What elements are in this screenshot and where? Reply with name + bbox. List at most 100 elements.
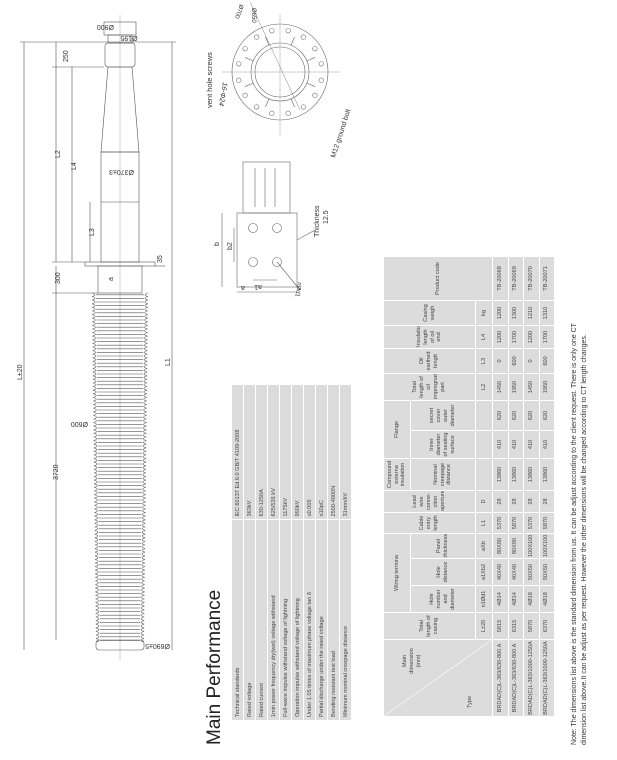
performance-value: ≤10pC xyxy=(315,385,328,520)
label-L2: L2 xyxy=(55,150,62,158)
table-cell: 0 xyxy=(492,348,508,374)
label-300: 300 xyxy=(55,272,62,284)
table-cell: 13860 xyxy=(523,458,539,491)
performance-value: ≤0.005 xyxy=(303,385,316,520)
table-cell: 5870 xyxy=(539,512,555,534)
header-creepage: Nominal creepage distance xyxy=(410,458,476,491)
bolt-hole xyxy=(312,92,318,98)
flange-drawing xyxy=(222,1,340,136)
group-compound: Compound externa insulation xyxy=(383,458,411,491)
header-hole-number: Hole number and diameter xyxy=(410,585,476,613)
header-oil-total: Total length of oil impregnated part xyxy=(383,373,476,401)
label-L4: L4 xyxy=(71,162,78,170)
table-cell: 4Ø14 xyxy=(508,585,524,613)
note-line-1: Note: The dimensions list above is the s… xyxy=(571,323,578,745)
corner-main-dimension: Main dimension (mm) xyxy=(402,648,422,674)
table-cell: 1200 xyxy=(523,325,539,349)
bushing-drawing xyxy=(20,15,176,660)
bolt-hole xyxy=(269,28,275,34)
bolt-hole xyxy=(269,110,275,116)
header-cable: Cable entry length xyxy=(383,512,476,534)
label-b: b xyxy=(214,242,221,246)
table-cell: 620 xyxy=(508,400,524,431)
performance-value: 31mm/kV xyxy=(339,385,352,520)
symbol-cell: n1Ød1 xyxy=(475,585,493,613)
table-cell: 5870 xyxy=(523,612,539,640)
label-L3: L3 xyxy=(89,228,96,236)
table-cell: 5870 xyxy=(508,512,524,534)
group-wiring: Wiring termina xyxy=(383,533,411,613)
label-d600: Ø600 xyxy=(71,420,88,427)
performance-label: Bending resistant test load xyxy=(327,520,340,720)
performance-label: 1min power frequency dry(wet) voltage wi… xyxy=(267,520,280,720)
label-thickness: Thickness xyxy=(314,205,321,237)
table-cell: TB-20069 xyxy=(508,256,524,301)
symbol-cell: kg xyxy=(475,300,493,326)
bushing-labels: Ø900 Ø195 250 L2 L4 Ø370±3 L3 300 35 a 3… xyxy=(17,23,172,649)
table-cell: 1700 xyxy=(508,325,524,349)
table-cell: 28 xyxy=(492,490,508,513)
symbol-cell: D xyxy=(475,490,493,513)
table-cell: 13860 xyxy=(508,458,524,491)
rib xyxy=(306,82,316,87)
symbol-cell xyxy=(475,430,493,459)
label-holes: 16-Φ24 xyxy=(217,82,228,107)
symbol-cell: L1 xyxy=(475,512,493,534)
label-nd1: nØd1 xyxy=(293,282,302,298)
rib xyxy=(265,36,270,46)
symbol-cell: L±20 xyxy=(475,612,493,640)
table-cell: 28 xyxy=(539,490,555,513)
performance-label: Technical standards xyxy=(232,520,244,720)
bolt-hole xyxy=(242,46,248,52)
table-cell: 1300 xyxy=(508,300,524,326)
table-cell: 28 xyxy=(523,490,539,513)
table-cell: 620 xyxy=(539,400,555,431)
corner-header: Main dimension (mm) Type xyxy=(383,639,493,717)
rib xyxy=(265,98,270,108)
header-oil-earthed: Oil earthed lengtt xyxy=(383,348,476,374)
label-d900: Ø900 xyxy=(97,23,114,30)
table-cell: 4Ø18 xyxy=(523,585,539,613)
table-cell: 410 xyxy=(523,430,539,459)
table-cell: 50X50 xyxy=(523,558,539,586)
table-cell: 1200 xyxy=(492,300,508,326)
label-Ltotal: L±20 xyxy=(17,364,24,380)
bolt-hole xyxy=(236,61,242,67)
bolt-hole xyxy=(285,28,291,34)
header-weigh: Casing weigh xyxy=(383,300,476,326)
performance-row: Operation impulse withstand voltage of l… xyxy=(291,385,304,720)
performance-value: 950kV xyxy=(291,385,304,520)
performance-label: Rated voltage xyxy=(243,520,256,720)
label-3720: 3720 xyxy=(53,464,60,480)
note-line-2: dimension list above.It can be adjust as… xyxy=(581,334,588,745)
header-code: Product code xyxy=(383,256,493,301)
label-a: a xyxy=(108,277,115,281)
header-secret: secret cover outer diameter xyxy=(410,400,476,431)
label-d195: Ø195 xyxy=(120,34,137,41)
table-cell: 100X100 xyxy=(539,533,555,559)
symbol-cell: aXb xyxy=(475,533,493,559)
table-cell: 1210 xyxy=(523,300,539,326)
bolt-holes xyxy=(236,28,324,116)
symbol-cell xyxy=(475,458,493,491)
insulator-sheds xyxy=(91,292,149,643)
performance-label: Partial discharge under the rated voltag… xyxy=(315,520,328,720)
header-insulation: Insulation length of oil end xyxy=(383,325,476,349)
label-L1: L1 xyxy=(165,358,172,366)
table-cell: 1200 xyxy=(492,325,508,349)
rib xyxy=(290,98,295,108)
label-a: a xyxy=(241,284,245,291)
table-cell: 5370 xyxy=(523,512,539,534)
table-cell: 1700 xyxy=(539,325,555,349)
performance-row: 1min power frequency dry(wet) voltage wi… xyxy=(267,385,280,720)
table-cell: 100X100 xyxy=(523,533,539,559)
terminal-plate-drawing xyxy=(221,161,316,293)
table-cell: 1950 xyxy=(539,373,555,401)
table-cell: 600 xyxy=(508,348,524,374)
table-cell: 1450 xyxy=(523,373,539,401)
